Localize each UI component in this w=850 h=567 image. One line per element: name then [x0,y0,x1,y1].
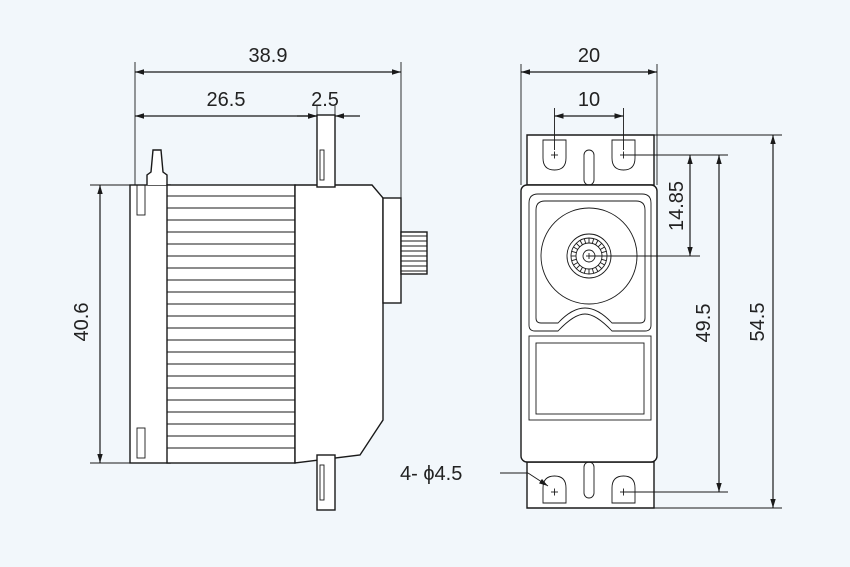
dim-flange-thickness: 2.5 [311,89,339,111]
mount-hole-top-left-shape [542,139,567,171]
front-spline-tooth [601,258,607,262]
side-spline [400,231,428,275]
dim-shaft-offset: 14.85 [666,181,688,231]
side-flange-bottom [316,454,336,511]
side-flange-slot-bottom [319,464,325,501]
side-flange-top [316,114,336,188]
dim-height: 40.6 [71,303,93,342]
side-ribs [167,195,295,449]
dim-overall-length: 38.9 [249,45,288,67]
front-spline-tooth [573,262,578,266]
side-back-tab-bottom [136,427,146,459]
front-label-area-inner [535,342,645,415]
front-spline-tooth [571,258,577,262]
front-spline-tooth [575,264,581,270]
front-spline-tooth [600,246,605,250]
side-flange-slot-top [319,149,325,181]
front-gear-cover [528,193,652,332]
dim-overall-height: 54.5 [747,303,769,342]
front-spline-tooth [571,250,577,254]
side-view: 38.9 26.5 2.5 40.6 [71,45,428,511]
front-spline-tooth [600,262,605,266]
dim-body-length: 26.5 [207,89,246,111]
leader-arrow [527,472,549,487]
front-spline-tooth [579,267,583,272]
front-spline-tooth [597,242,603,248]
front-case [520,184,658,463]
side-output-bushing [382,197,402,304]
front-spline-tooth [591,238,595,244]
front-view: 20 10 14.85 49.5 54.5 4- ϕ4.5 [400,45,782,509]
hole-callout: 4- ϕ4.5 [400,463,462,485]
dim-pitch: 49.5 [693,304,715,343]
front-center-slot-top [583,149,595,186]
front-spline-tooth [575,242,581,248]
side-back-cap [129,184,171,464]
front-spline-tooth [601,250,607,254]
dim-hole-spacing: 10 [578,89,600,111]
side-gearbox [294,184,384,464]
front-center-slot-bottom [583,461,595,499]
side-back-tab-top [136,184,146,216]
side-ribbed-body [166,184,296,464]
side-connector [146,149,168,185]
front-spline-tooth [579,240,583,245]
mount-hole-top-right-shape [611,139,636,171]
front-spline-tooth [595,267,599,272]
front-spline-tooth [597,264,603,270]
front-label-area-outer [528,335,652,421]
front-spline-tooth [591,268,595,274]
front-spline-teeth [571,238,607,274]
dim-width: 20 [578,45,600,67]
front-spline-tooth [583,268,587,274]
front-spline-tooth [595,240,599,245]
front-spline-tooth [583,238,587,244]
mount-hole-top-left [542,139,567,171]
front-spline-tooth [573,246,578,250]
mount-hole-bottom-right-shape [611,475,636,504]
front-gear-cover-inner [535,200,646,324]
side-spline-teeth [401,235,427,272]
